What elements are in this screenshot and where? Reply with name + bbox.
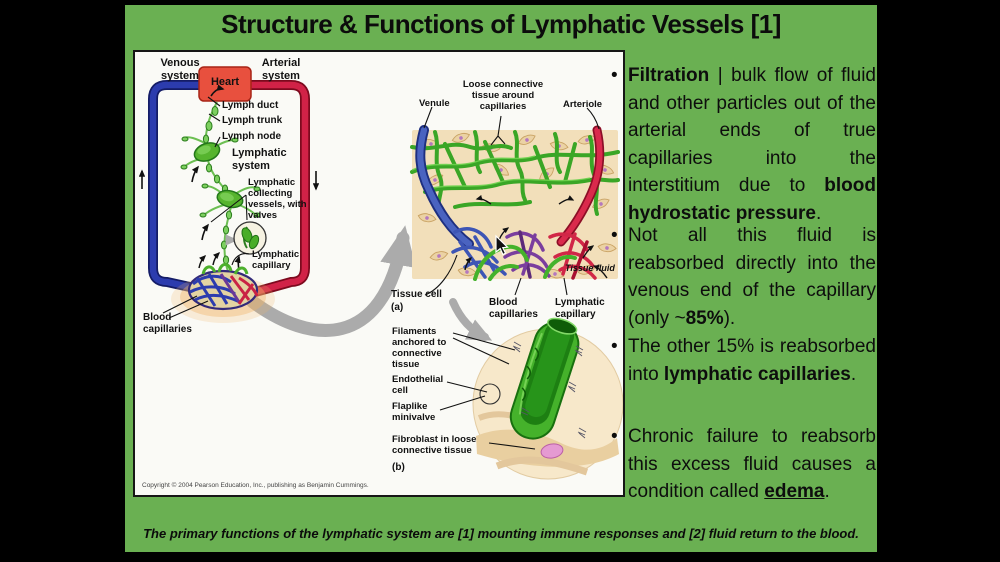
bullet-text-segment: lymphatic capillaries [663,363,851,385]
heart-label: Heart [210,76,240,88]
figure-artwork [138,66,623,480]
bullet-marker: • [611,65,618,86]
flow-direction-arrows [138,169,320,191]
filament-marks [512,341,587,439]
endothelial-cell-label: Endothelial cell [392,374,444,397]
lymphatic-capillary-tube [509,317,580,440]
valve-inset [225,221,267,255]
inset-circle [472,317,623,480]
blood-capillaries-mid-label: Blood capillaries [489,297,538,320]
bullet-marker: • [611,225,618,246]
bullet-text-segment: 85% [685,307,724,329]
venule-label: Venule [419,98,450,109]
collecting-vessels-label: Lymphatic collecting vessels, with valve… [248,177,307,222]
venous-loop [148,80,206,294]
bullet-text-segment: Filtration [628,65,710,86]
arterial-loop [244,80,310,297]
chain-flow-arrows [191,84,241,271]
lymphatic-capillary-mid-label: Lymphatic capillary [555,297,605,320]
bullet-text-segment: Chronic failure to reabsorb this excess … [628,426,876,502]
lymphatic-capillary-label: Lymphatic capillary [252,249,300,272]
tissue-fluid-label: Tissue fluid [565,263,615,273]
overview-leaders [162,96,250,319]
blood-capillary-knot [451,227,597,280]
tissue-leaders [423,106,600,296]
flaplike-minivalve-label: Flaplike minivalve [392,401,436,424]
bullet-text-segment: . [850,363,857,385]
figure-panel: Venous system Arterial system Heart Lymp… [133,50,625,497]
loose-connective-label: Loose connective tissue around capillari… [462,79,544,113]
bullet-text-segment: edema [764,481,825,502]
bullet-text-segment: Not all this fluid is reabsorbed directl… [628,225,876,329]
gray-arrow-overview-to-tissue [246,225,417,337]
copyright-note: Copyright © 2004 Pearson Education, Inc.… [142,482,369,489]
bullet-text-segment: The other 15% is reabsorbed into [628,336,876,385]
capillary-bed [171,251,275,323]
filaments-label: Filaments anchored to connective tissue [392,326,447,371]
bullet-item: • Chronic failure to reabsorb this excess… [611,423,876,506]
tissue-flow-arrows [464,195,608,279]
lymphatic-system-label: Lymphatic system [232,147,287,172]
panel-a-label: (a) [391,302,404,313]
arteriole-label: Arteriole [563,99,603,110]
inset-leaders [439,332,536,450]
tissue-cell-label: Tissue cell [391,289,442,300]
arteriole-vessel [556,125,605,247]
bullet-text-segment: . [824,481,830,502]
bullet-item: • The other 15% is reabsorbed into lympha… [611,333,876,388]
bullet-list: • Filtration | bulk flow of fluid and oth… [611,5,876,552]
bullet-text-segment: blood hydrostatic pressure [628,175,876,224]
venous-system-label: Venous system [160,57,200,82]
lymph-duct-label: Lymph duct [222,100,279,111]
footer-note: The primary functions of the lymphatic s… [143,526,859,541]
bullet-text-segment: ). [723,307,736,329]
bullet-marker: • [611,336,618,357]
lymph-node-label: Lymph node [222,131,282,142]
bullet-item: • Not all this fluid is reabsorbed direct… [611,222,876,332]
bullet-item: • Filtration | bulk flow of fluid and oth… [611,62,876,227]
bullet-text-segment: | bulk flow of fluid and other particles… [628,65,876,196]
slide: Structure & Functions of Lymphatic Vesse… [125,5,877,552]
blood-capillaries-label: Blood capillaries [143,312,192,335]
slide-title: Structure & Functions of Lymphatic Vesse… [221,9,781,39]
minivalve-circle [479,383,501,405]
panel-b-label: (b) [392,462,405,473]
heart-shape [198,66,252,102]
lymph-trunk-label: Lymph trunk [222,115,283,126]
bullet-marker: • [611,426,618,447]
tissue-block [410,125,620,282]
lymph-nodes [193,142,244,209]
mouse-cursor [495,234,509,256]
gray-arrow-tissue-to-inset [449,298,493,341]
fibroblast-label: Fibroblast in loose connective tissue [392,434,477,457]
arterial-system-label: Arterial system [261,57,301,82]
bullet-text-segment: . [815,202,822,224]
